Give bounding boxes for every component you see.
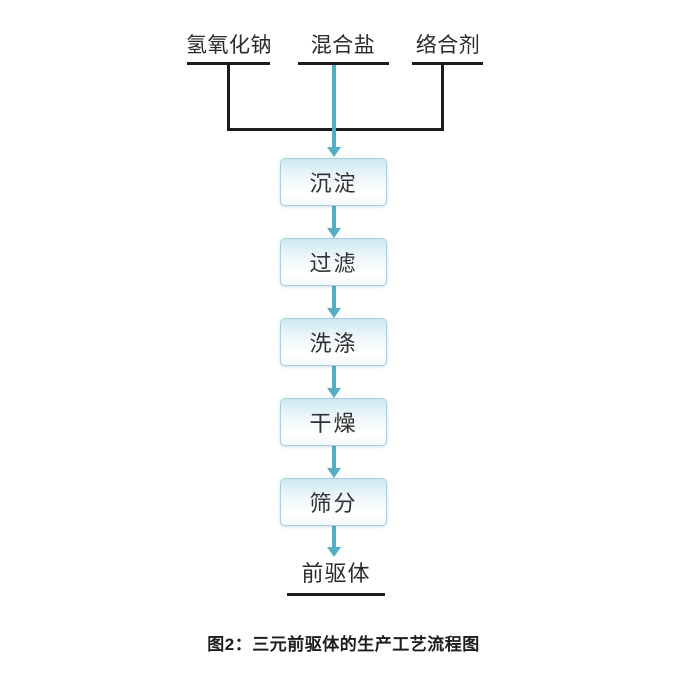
underline-precursor bbox=[287, 593, 385, 596]
arrow-sieving-to-precursor bbox=[327, 526, 341, 557]
figure-caption: 图2：三元前驱体的生产工艺流程图 bbox=[207, 635, 480, 654]
arrow-washing-to-drying bbox=[327, 366, 341, 398]
input-label-complexing-agent: 络合剂 bbox=[415, 34, 481, 57]
arrow-shaft bbox=[332, 366, 336, 390]
arrow-precipitation-to-filtration bbox=[327, 206, 341, 238]
arrow-shaft bbox=[332, 526, 336, 549]
arrow-shaft bbox=[332, 206, 336, 230]
underline-mixed-salt bbox=[298, 62, 389, 65]
output-label-precursor: 前驱体 bbox=[301, 561, 371, 586]
arrow-filtration-to-washing bbox=[327, 286, 341, 318]
arrow-head-icon bbox=[327, 388, 341, 398]
arrow-drying-to-sieving bbox=[327, 446, 341, 478]
arrow-shaft bbox=[332, 65, 336, 149]
input-label-sodium-hydroxide: 氢氧化钠 bbox=[186, 34, 272, 57]
step-box-sieving: 筛分 bbox=[280, 478, 387, 526]
arrow-mixed-salt-to-precipitation bbox=[327, 65, 341, 157]
step-label: 洗涤 bbox=[309, 331, 358, 356]
arrow-head-icon bbox=[327, 468, 341, 478]
arrow-head-icon bbox=[327, 308, 341, 318]
connector-right-vertical-line bbox=[441, 62, 444, 131]
arrow-shaft bbox=[332, 446, 336, 470]
underline-complexing-agent bbox=[412, 62, 483, 65]
step-label: 沉淀 bbox=[309, 171, 358, 196]
step-label: 干燥 bbox=[309, 411, 358, 436]
arrow-head-icon bbox=[327, 228, 341, 238]
step-label: 筛分 bbox=[309, 491, 358, 516]
input-label-mixed-salt: 混合盐 bbox=[310, 34, 376, 57]
arrow-head-icon bbox=[327, 147, 341, 157]
step-box-filtration: 过滤 bbox=[280, 238, 387, 286]
arrow-shaft bbox=[332, 286, 336, 310]
step-box-drying: 干燥 bbox=[280, 398, 387, 446]
step-box-washing: 洗涤 bbox=[280, 318, 387, 366]
connector-left-vertical-line bbox=[227, 62, 230, 131]
arrow-head-icon bbox=[327, 547, 341, 557]
step-box-precipitation: 沉淀 bbox=[280, 158, 387, 206]
step-label: 过滤 bbox=[309, 251, 358, 276]
